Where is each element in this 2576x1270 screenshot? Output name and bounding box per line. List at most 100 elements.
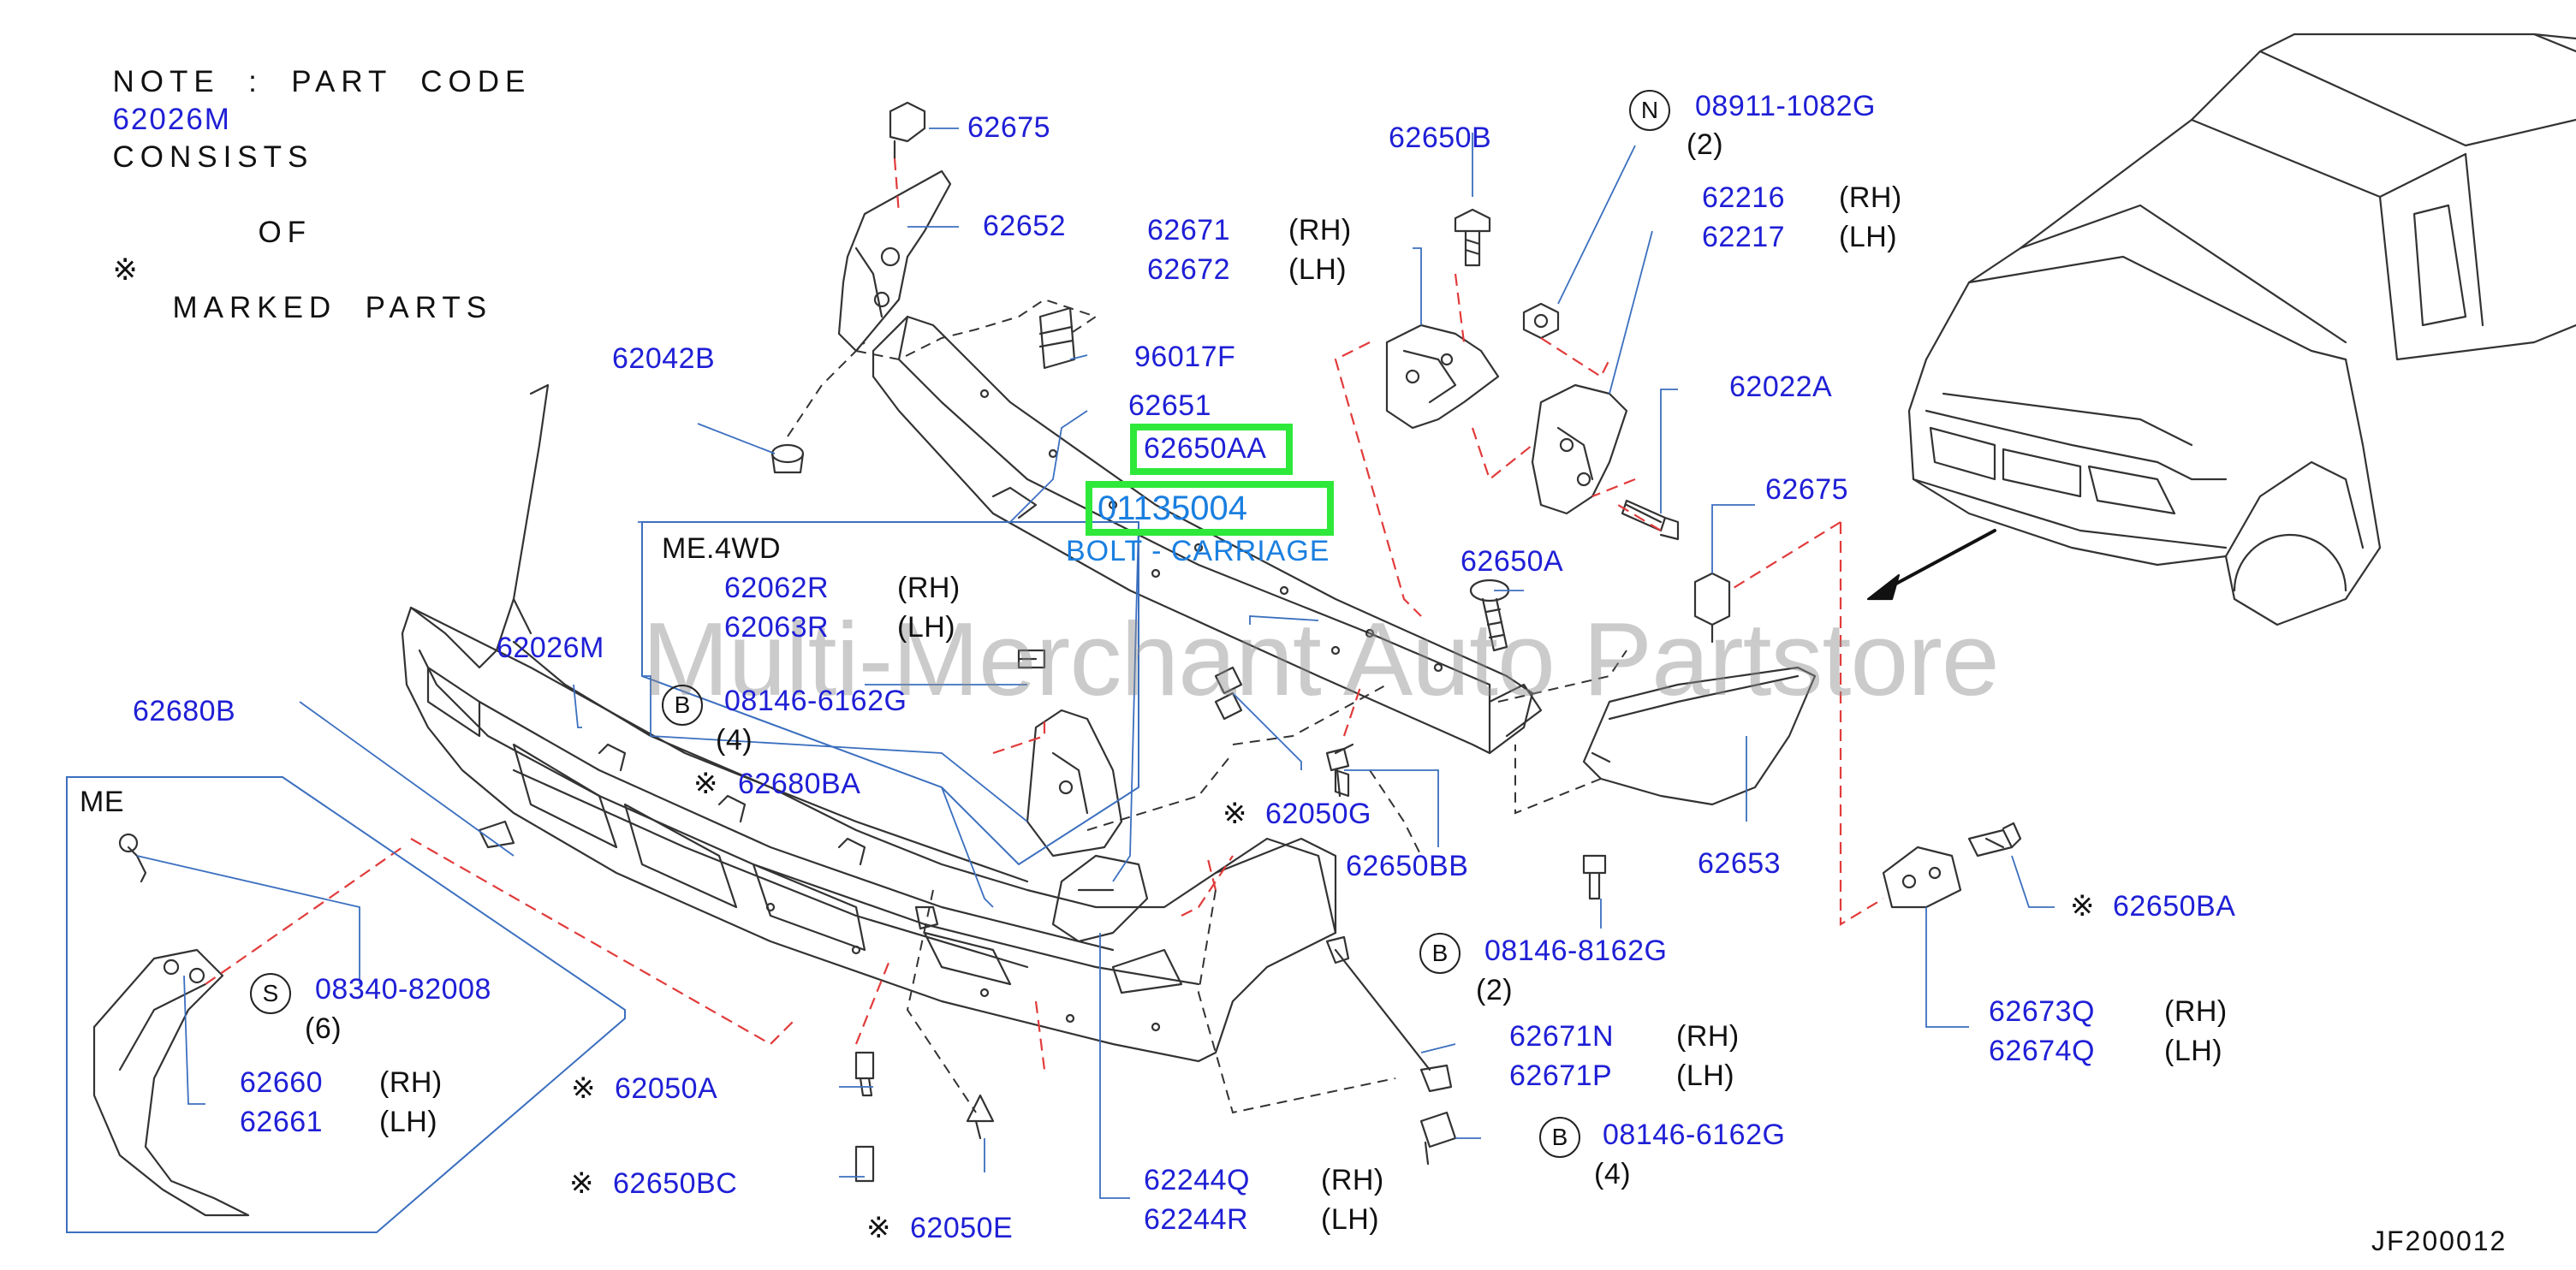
mark-icon-62650ba: ※	[2070, 890, 2095, 923]
bolt-62650b	[1454, 208, 1491, 267]
label-62671-rh: (RH)	[1288, 214, 1352, 246]
mark-icon-62050a: ※	[571, 1072, 596, 1105]
label-62672[interactable]: 62672	[1147, 253, 1231, 286]
note-part-code[interactable]: 62026M	[112, 103, 231, 136]
mark-icon-62650bc: ※	[569, 1167, 594, 1200]
label-62050a[interactable]: 62050A	[615, 1072, 718, 1105]
label-62216-rh: (RH)	[1839, 181, 1902, 214]
label-62680ba[interactable]: 62680BA	[738, 768, 861, 800]
highlight-box-number	[1086, 481, 1334, 536]
label-62673q[interactable]: 62673Q	[1989, 995, 2095, 1028]
label-08911-1082g[interactable]: 08911-1082G	[1695, 90, 1876, 122]
bracket-62216	[1531, 383, 1628, 515]
label-me: ME	[80, 786, 124, 818]
label-62050g[interactable]: 62050G	[1265, 798, 1371, 830]
note-block: NOTE : PART CODE 62026M CONSISTS OF ※ MA…	[84, 26, 531, 327]
label-08146-6162g[interactable]: 08146-6162G	[724, 685, 907, 717]
bolt-62650a	[1469, 579, 1510, 652]
label-62652[interactable]: 62652	[983, 210, 1067, 242]
highlight-part-label[interactable]: 62650AA	[1144, 432, 1267, 465]
mark-icon-62050g: ※	[1223, 798, 1247, 830]
label-62050e[interactable]: 62050E	[910, 1212, 1014, 1244]
label-62675-right[interactable]: 62675	[1765, 473, 1849, 506]
bracket-62244q	[1051, 854, 1149, 943]
side-panel-62660	[92, 833, 250, 1217]
label-62673q-rh: (RH)	[2164, 995, 2228, 1028]
label-62653[interactable]: 62653	[1698, 847, 1782, 880]
label-96017f[interactable]: 96017F	[1134, 341, 1236, 373]
highlight-box-part	[1130, 424, 1293, 475]
label-62650b[interactable]: 62650B	[1389, 122, 1492, 154]
note-line2-suffix: MARKED PARTS	[172, 291, 493, 324]
label-62671n-rh: (RH)	[1676, 1020, 1740, 1053]
label-62244r[interactable]: 62244R	[1144, 1203, 1249, 1236]
label-08340-qty: (6)	[305, 1012, 342, 1045]
vehicle-illustration	[1907, 33, 2576, 626]
highlight-part-number[interactable]: 01135004	[1098, 490, 1247, 527]
mark-icon-62050e: ※	[866, 1212, 891, 1244]
label-62671n[interactable]: 62671N	[1509, 1020, 1615, 1053]
label-62672-lh: (LH)	[1288, 253, 1347, 286]
bolt-62022a	[1621, 499, 1680, 541]
bracket-62671	[1385, 323, 1500, 430]
strut-62671n	[1325, 935, 1453, 1093]
label-08146-6162g-b-qty: (4)	[1594, 1158, 1632, 1190]
circle-n-icon: N	[1629, 90, 1670, 131]
circle-b-icon-3: B	[1539, 1117, 1580, 1158]
label-62660-rh: (RH)	[379, 1066, 443, 1099]
label-62674q[interactable]: 62674Q	[1989, 1035, 2095, 1067]
circle-b-icon: B	[662, 685, 703, 726]
note-line2-prefix: OF	[258, 216, 312, 249]
label-62660[interactable]: 62660	[240, 1066, 324, 1099]
label-62022a[interactable]: 62022A	[1729, 371, 1833, 403]
label-62217-lh: (LH)	[1839, 221, 1898, 253]
label-08146-8162g[interactable]: 08146-8162G	[1484, 935, 1668, 967]
bracket-62673q	[1882, 822, 2022, 909]
label-62217[interactable]: 62217	[1702, 221, 1786, 253]
label-62062r[interactable]: 62062R	[724, 572, 830, 604]
label-62650a[interactable]: 62650A	[1461, 545, 1564, 578]
small-bolts	[478, 666, 2005, 1183]
diagram-code: JF200012	[2371, 1225, 2508, 1256]
highlight-part-description: BOLT - CARRIAGE	[1066, 535, 1330, 567]
nut-62042b	[770, 443, 805, 474]
label-62244q[interactable]: 62244Q	[1144, 1164, 1250, 1196]
label-08340-82008[interactable]: 08340-82008	[315, 973, 491, 1006]
me-box-outline	[66, 776, 626, 1233]
label-62671[interactable]: 62671	[1147, 214, 1231, 246]
bracket-62652	[837, 101, 952, 353]
direction-arrow	[1866, 529, 1996, 601]
label-62063r-lh: (LH)	[897, 611, 956, 644]
label-62650bc[interactable]: 62650BC	[613, 1167, 738, 1200]
label-62671p-lh: (LH)	[1676, 1059, 1735, 1092]
label-08146-6162g-b[interactable]: 08146-6162G	[1603, 1119, 1786, 1151]
mark-icon-62680ba: ※	[693, 768, 718, 800]
label-08146-6162g-qty: (4)	[716, 724, 753, 757]
label-62680b[interactable]: 62680B	[133, 695, 236, 727]
circle-b-icon-2: B	[1419, 933, 1461, 974]
corner-62653	[1582, 666, 1817, 806]
label-08146-8162g-qty: (2)	[1476, 974, 1514, 1006]
bumper-fascia	[401, 383, 1337, 1063]
note-mark-icon: ※	[112, 253, 144, 287]
label-62661-lh: (LH)	[379, 1106, 438, 1138]
me4wd-box-outline	[641, 521, 1139, 866]
label-62675-top[interactable]: 62675	[967, 111, 1051, 144]
label-62650bb[interactable]: 62650BB	[1346, 850, 1469, 882]
note-line1-prefix: NOTE : PART CODE	[112, 65, 532, 98]
clip-96017f	[1038, 306, 1076, 370]
label-62062r-rh: (RH)	[897, 572, 961, 604]
label-62216[interactable]: 62216	[1702, 181, 1786, 214]
label-62042b[interactable]: 62042B	[612, 342, 716, 375]
label-62651[interactable]: 62651	[1128, 389, 1212, 422]
label-62063r[interactable]: 62063R	[724, 611, 830, 644]
watermark: Multi-Merchant Auto Partstore	[642, 601, 2000, 717]
label-62661[interactable]: 62661	[240, 1106, 324, 1138]
label-me4wd: ME.4WD	[662, 532, 781, 565]
label-62650ba[interactable]: 62650BA	[2113, 890, 2236, 923]
label-62026m[interactable]: 62026M	[497, 632, 604, 664]
label-62671p[interactable]: 62671P	[1509, 1059, 1613, 1092]
bracket-62062r	[1017, 649, 1123, 858]
label-62244r-lh: (LH)	[1321, 1203, 1380, 1236]
